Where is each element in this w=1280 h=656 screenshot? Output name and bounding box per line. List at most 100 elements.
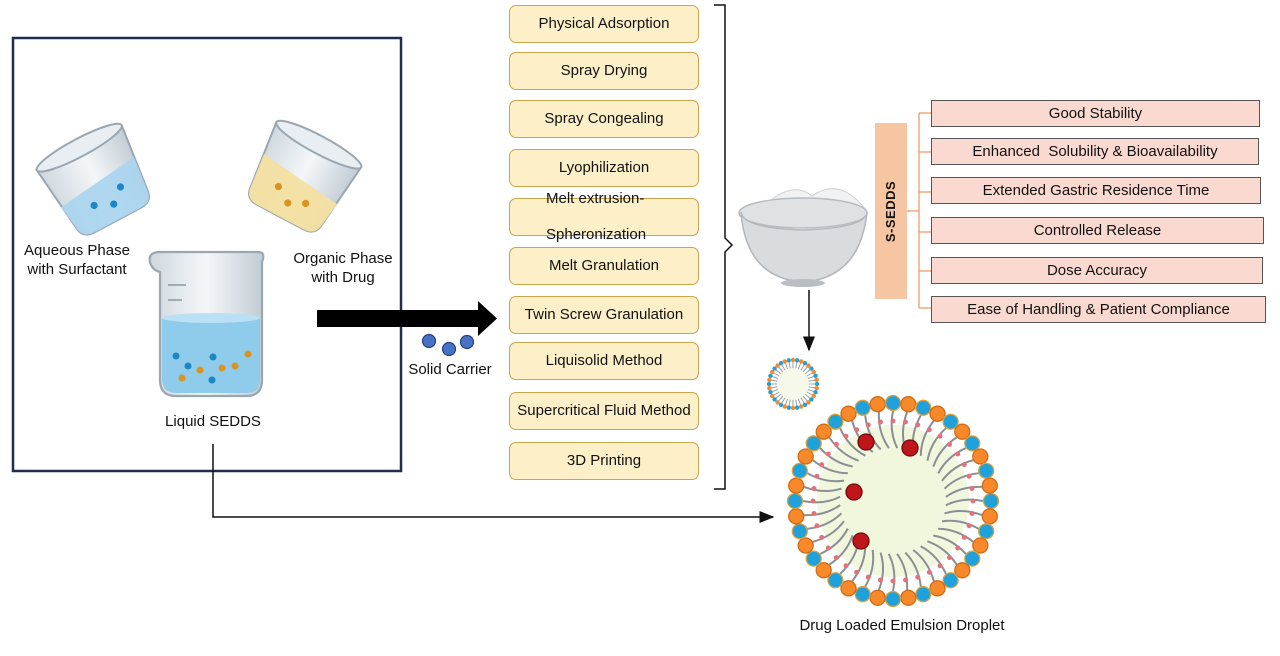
surfactant-tail [941,519,980,530]
liquid-sedds-beaker-icon [148,250,265,398]
surfactant-tail [828,436,859,462]
micelle-head [799,359,804,364]
benefit-label: Dose Accuracy [1046,262,1148,279]
tail-joint [854,427,860,433]
micelle-tail [785,363,788,370]
micelle-tail [804,369,811,375]
micelle-head [802,361,808,366]
surfactant-head [972,537,989,554]
micelle-head [767,385,772,391]
micelle-tail [807,376,814,379]
tail-joint [811,511,817,517]
surfactant-tail [864,415,882,451]
tail-joint [947,441,953,447]
tail-joint [854,569,860,575]
surfactant-head [805,550,822,567]
tail-joint [819,462,825,468]
aqueous-label-line-2: with Surfactant [27,261,127,278]
drug-molecule [901,439,919,457]
tail-joint [825,545,831,551]
method-label: 3D Printing [566,452,642,469]
micelle-head [782,404,787,409]
micelle-head [770,369,775,375]
organic-label-line-2: with Drug [311,269,375,286]
micelle-tail [798,398,801,405]
method-label: Spray Congealing [544,110,664,127]
tail-joint [810,498,816,504]
aqueous-label-line-1: Aqueous Phase [24,242,130,259]
micelle-head [770,393,775,399]
micelle-head [794,358,800,363]
micelle-head [782,359,787,364]
benefit-label: Controlled Release [1033,222,1162,239]
surfactant-tail [864,549,875,588]
tail-joint [915,574,921,580]
surfactant-tail [887,553,896,592]
aqueous-beaker-icon [35,122,150,236]
surfactant-head [854,399,871,416]
surfactant-tail [807,512,843,530]
method-label: Liquisolid Method [545,352,663,369]
micelle-head [799,404,804,409]
method-box: 3D Printing [509,442,699,480]
tail-joint [947,555,953,561]
method-box: Spray Congealing [509,100,699,138]
surfactant-head [827,572,844,589]
surfactant-head [942,572,959,589]
micelle-head [802,402,808,407]
surfactant-head [964,435,981,452]
benefits-bracket [907,112,931,309]
droplet-core [817,425,969,577]
surfactant-tail [937,447,967,474]
method-label: Lyophilization [558,159,650,176]
tail-joint [955,545,961,551]
micelle-head [813,373,818,378]
micelle-head [814,377,819,383]
emulsion-droplet-icon [786,394,1000,608]
micelle-head [786,358,792,363]
benefit-label: Good Stability [1048,105,1143,122]
method-box: Supercritical Fluid Method [509,392,699,430]
micelle-tail [781,397,786,404]
surfactant-tail [933,534,967,555]
drug-molecule [857,433,875,451]
method-label: Supercritical Fluid Method [517,402,691,419]
method-label: Physical Adsorption [538,15,670,32]
surfactant-tail [932,436,958,467]
tail-joint [961,462,967,468]
micelle-head [794,405,800,410]
micelle-tail [800,397,805,404]
surfactant-head [869,396,886,413]
benefit-box: Extended Gastric Residence Time [931,177,1261,204]
micelle-head [806,363,811,368]
process-arrow-icon [317,301,497,336]
methods-brace [714,4,734,490]
surfactant-head [791,523,808,540]
solid-carrier-icon [421,333,475,357]
micelle-head [768,390,773,395]
micelle-tail [795,399,798,406]
tail-joint [814,473,820,479]
micelle-tail [806,372,813,377]
surfactant-tail [904,551,922,587]
tail-joint [966,523,972,529]
surfactant-head [854,586,871,603]
surfactant-tail [812,520,845,543]
micelle-tail [802,395,808,402]
micelle-tail [806,391,813,396]
organic-phase-label: Organic Phase with Drug [281,249,405,287]
method-box: Twin Screw Granulation [509,296,699,334]
surfactant-head [900,396,917,413]
surfactant-tail [920,545,947,575]
tail-joint [969,511,975,517]
surfactant-head [982,492,1000,510]
surfactant-tail [938,527,974,543]
organic-beaker-icon [248,119,363,233]
tail-joint [814,523,820,529]
micelle-tail [798,363,801,370]
surfactant-head [786,492,804,510]
micelle-head [775,363,780,368]
surfactant-head [815,423,832,440]
micelle-tail [785,398,788,405]
